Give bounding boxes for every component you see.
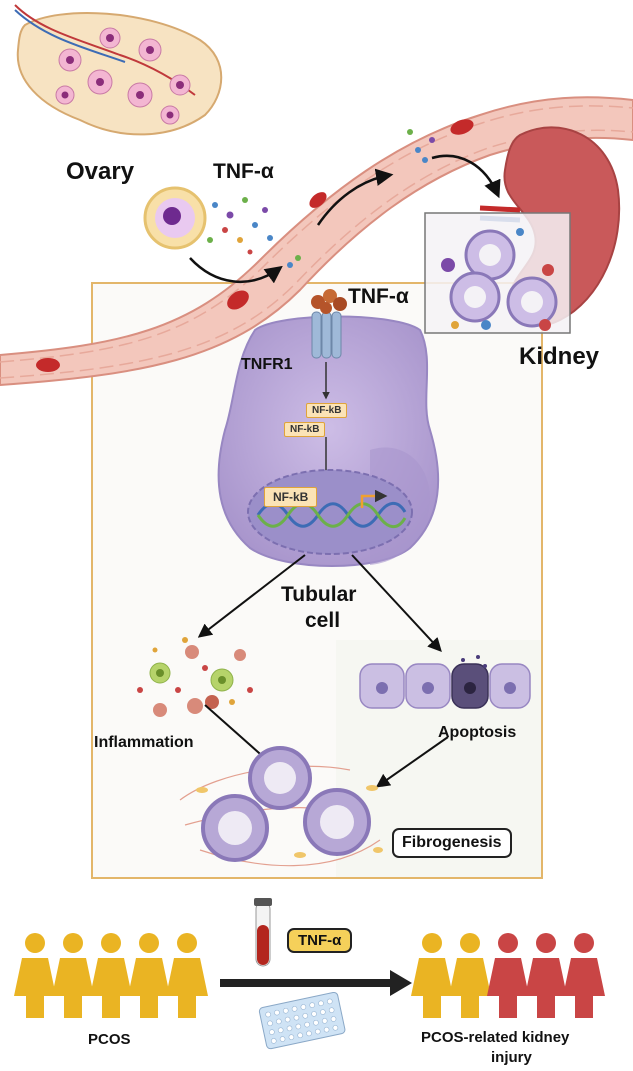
person-icon (90, 933, 132, 1018)
tnfr1-label: TNFR1 (241, 356, 293, 373)
ovary-label: Ovary (66, 158, 135, 185)
tnf-particles (207, 197, 273, 255)
outcome-label-2: injury (491, 1049, 532, 1066)
nfkb-box-nucleus: NF-kB (264, 487, 318, 507)
well-plate-icon (258, 991, 346, 1050)
dna-icon (256, 501, 407, 529)
person-icon (166, 933, 208, 1018)
nucleus (247, 469, 413, 555)
pcos-people (14, 933, 208, 1018)
outcome-label-1: PCOS-related kidney (421, 1029, 570, 1046)
tnf-alpha-box: TNF-α (287, 928, 353, 953)
person-icon (128, 933, 170, 1018)
person-icon (411, 933, 453, 1018)
red-blood-cell (309, 192, 327, 208)
tubular-cell-label-1: Tubular (281, 583, 357, 606)
fibrosis-tubules (179, 746, 383, 867)
person-icon (14, 933, 56, 1018)
receptor-icon (311, 289, 347, 359)
tubular-cell-label-2: cell (305, 609, 341, 632)
tnf-alpha-label-top: TNF-α (213, 160, 274, 183)
blood-tube-icon (254, 898, 272, 967)
epithelial-cell-icon (359, 655, 531, 709)
outcome-people (411, 933, 605, 1018)
pcos-label: PCOS (88, 1031, 131, 1048)
tubule-icon (441, 228, 558, 331)
person-icon (525, 933, 567, 1018)
tnf-alpha-label-receptor: TNF-α (348, 285, 409, 308)
person-icon (563, 933, 605, 1018)
red-blood-cell (227, 290, 249, 310)
inflammation-label: Inflammation (94, 734, 194, 751)
person-icon (52, 933, 94, 1018)
red-blood-cell (36, 358, 60, 372)
fibrogenesis-label: Fibrogenesis (392, 828, 512, 858)
nfkb-box-1: NF-kB (306, 403, 348, 418)
person-icon (449, 933, 491, 1018)
person-icon (487, 933, 529, 1018)
immune-cell-icon (137, 637, 253, 717)
apoptosis-label: Apoptosis (438, 724, 517, 741)
nfkb-box-2: NF-kB (284, 422, 326, 437)
red-blood-cell (450, 119, 474, 135)
follicle-cell-icon (143, 186, 207, 250)
ovary-icon (14, 4, 223, 136)
kidney-label: Kidney (519, 343, 600, 370)
